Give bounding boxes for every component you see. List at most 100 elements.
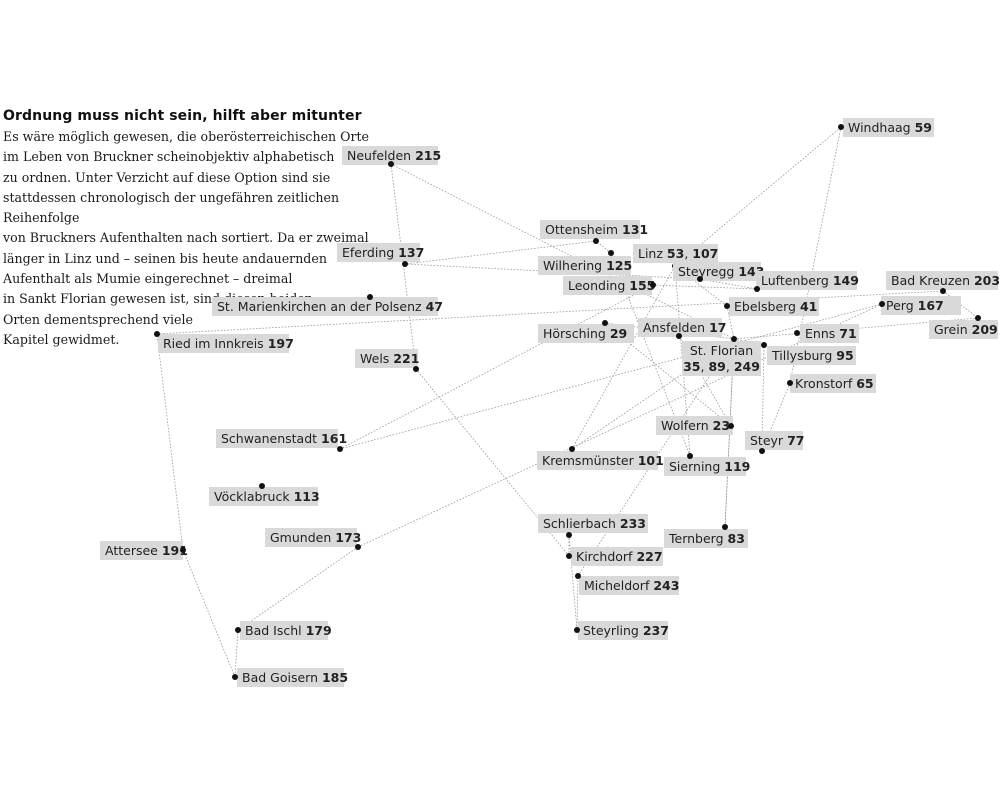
- place-label: Steyr 77: [750, 433, 804, 448]
- intro-line: länger in Linz und – seinen bis heute an…: [3, 250, 327, 266]
- place-dot: [761, 342, 767, 348]
- place-node-steyregg: Steyregg 143: [673, 262, 764, 282]
- place-dot: [367, 294, 373, 300]
- place-dot: [754, 286, 760, 292]
- place-label-background: [209, 487, 318, 506]
- place-dot: [235, 627, 241, 633]
- place-chapter-number: 35: [683, 359, 700, 374]
- place-label: St. Marienkirchen an der Polsenz 47: [217, 299, 443, 314]
- place-name: Luftenberg: [761, 273, 829, 288]
- place-chapter-number: 71: [839, 326, 856, 341]
- place-node-badischl: Bad Ischl 179: [235, 621, 332, 640]
- place-dot: [676, 333, 682, 339]
- place-chapter-number: 65: [856, 376, 873, 391]
- place-label: Windhaag 59: [848, 120, 932, 135]
- place-node-sierning: Sierning 119: [664, 453, 750, 476]
- place-name: Steyrling: [583, 623, 639, 638]
- place-label-background: [538, 256, 631, 275]
- place-chapter-number: 101: [638, 453, 664, 468]
- place-label-background: [756, 271, 857, 290]
- place-chapter-number: 243: [653, 578, 679, 593]
- place-dot: [787, 380, 793, 386]
- place-chapter-number: 237: [643, 623, 669, 638]
- place-chapter-number: 17: [709, 320, 726, 335]
- route-edge: [576, 575, 579, 631]
- place-dot: [794, 330, 800, 336]
- place-dot: [593, 238, 599, 244]
- place-label-background: [729, 297, 819, 316]
- place-numbers-label: 35, 89, 249: [683, 359, 760, 374]
- place-node-leonding: Leonding 155: [563, 276, 656, 295]
- place-name: Ansfelden: [643, 320, 705, 335]
- place-node-ottensheim: Ottensheim 131: [540, 220, 648, 244]
- place-label-background: [673, 262, 761, 281]
- place-node-tillysburg: Tillysburg 95: [761, 342, 856, 365]
- place-label: Ternberg 83: [668, 531, 745, 546]
- place-chapter-number: 203: [974, 273, 1000, 288]
- place-node-windhaag: Windhaag 59: [838, 118, 934, 137]
- place-chapter-number: 173: [335, 530, 361, 545]
- place-dot: [975, 315, 981, 321]
- place-chapter-number: 95: [836, 348, 853, 363]
- place-name: Grein: [934, 322, 968, 337]
- place-node-hoersching: Hörsching 29: [538, 320, 634, 343]
- place-label-background: [100, 541, 183, 560]
- intro-line: stattdessen chronologisch der ungefähren…: [3, 189, 340, 226]
- place-dot: [602, 320, 608, 326]
- place-node-kremsmuenster: Kremsmünster 101: [537, 446, 664, 470]
- intro-line: von Bruckners Aufenthalten nach sortiert…: [3, 230, 369, 246]
- place-label-background: [633, 244, 718, 263]
- place-chapter-number: 119: [724, 459, 750, 474]
- place-name: Wels: [360, 351, 389, 366]
- place-node-luftenberg: Luftenberg 149: [754, 271, 859, 292]
- place-dot: [940, 288, 946, 294]
- place-name: Kirchdorf: [576, 549, 633, 564]
- intro-heading: Ordnung muss nicht sein, hilft aber mitu…: [3, 108, 362, 124]
- place-label: Enns 71: [805, 326, 857, 341]
- place-name: Ternberg: [668, 531, 724, 546]
- place-dot: [574, 627, 580, 633]
- place-label: Ansfelden 17: [643, 320, 727, 335]
- place-label-background: [664, 529, 748, 548]
- place-chapter-number: 185: [322, 670, 348, 685]
- place-label: Bad Ischl 179: [245, 623, 332, 638]
- place-label-background: [355, 349, 418, 368]
- place-chapter-number: 149: [833, 273, 859, 288]
- place-name: Attersee: [105, 543, 158, 558]
- place-dot: [154, 331, 160, 337]
- place-node-linz: Linz 53, 107: [633, 244, 718, 269]
- route-edge: [404, 240, 597, 265]
- place-chapter-number: 47: [426, 299, 443, 314]
- place-label-background: [745, 431, 803, 450]
- place-node-badkreuzen: Bad Kreuzen 203: [886, 271, 1000, 294]
- place-name: Perg: [886, 298, 914, 313]
- place-label: Steyregg 143: [678, 264, 764, 279]
- place-name: Bad Kreuzen: [891, 273, 970, 288]
- place-label-background: [240, 621, 328, 640]
- place-label: Grein 209: [934, 322, 998, 337]
- place-chapter-number: 41: [800, 299, 817, 314]
- place-dot: [697, 276, 703, 282]
- route-edge: [390, 163, 735, 340]
- place-dot: [569, 446, 575, 452]
- place-name: Tillysburg: [771, 348, 832, 363]
- place-name: Ottensheim: [545, 222, 618, 237]
- place-dot: [232, 674, 238, 680]
- place-label-background: [158, 334, 289, 353]
- place-node-ried: Ried im Innkreis 197: [154, 331, 294, 353]
- place-label-background: [537, 451, 658, 470]
- place-name: Micheldorf: [584, 578, 650, 593]
- place-node-perg: Perg 167: [879, 296, 961, 315]
- place-node-kirchdorf: Kirchdorf 227: [566, 547, 663, 566]
- place-label-background: [656, 416, 733, 435]
- place-chapter-number: 83: [728, 531, 745, 546]
- place-label-background: [664, 457, 746, 476]
- place-node-grein: Grein 209: [929, 315, 998, 339]
- place-node-micheldorf: Micheldorf 243: [575, 573, 679, 595]
- place-label: Linz 53, 107: [638, 246, 718, 261]
- route-edge: [237, 546, 359, 631]
- place-label: Wels 221: [360, 351, 419, 366]
- place-label-background: [800, 324, 859, 343]
- intro-line: zu ordnen. Unter Verzicht auf diese Opti…: [3, 169, 331, 185]
